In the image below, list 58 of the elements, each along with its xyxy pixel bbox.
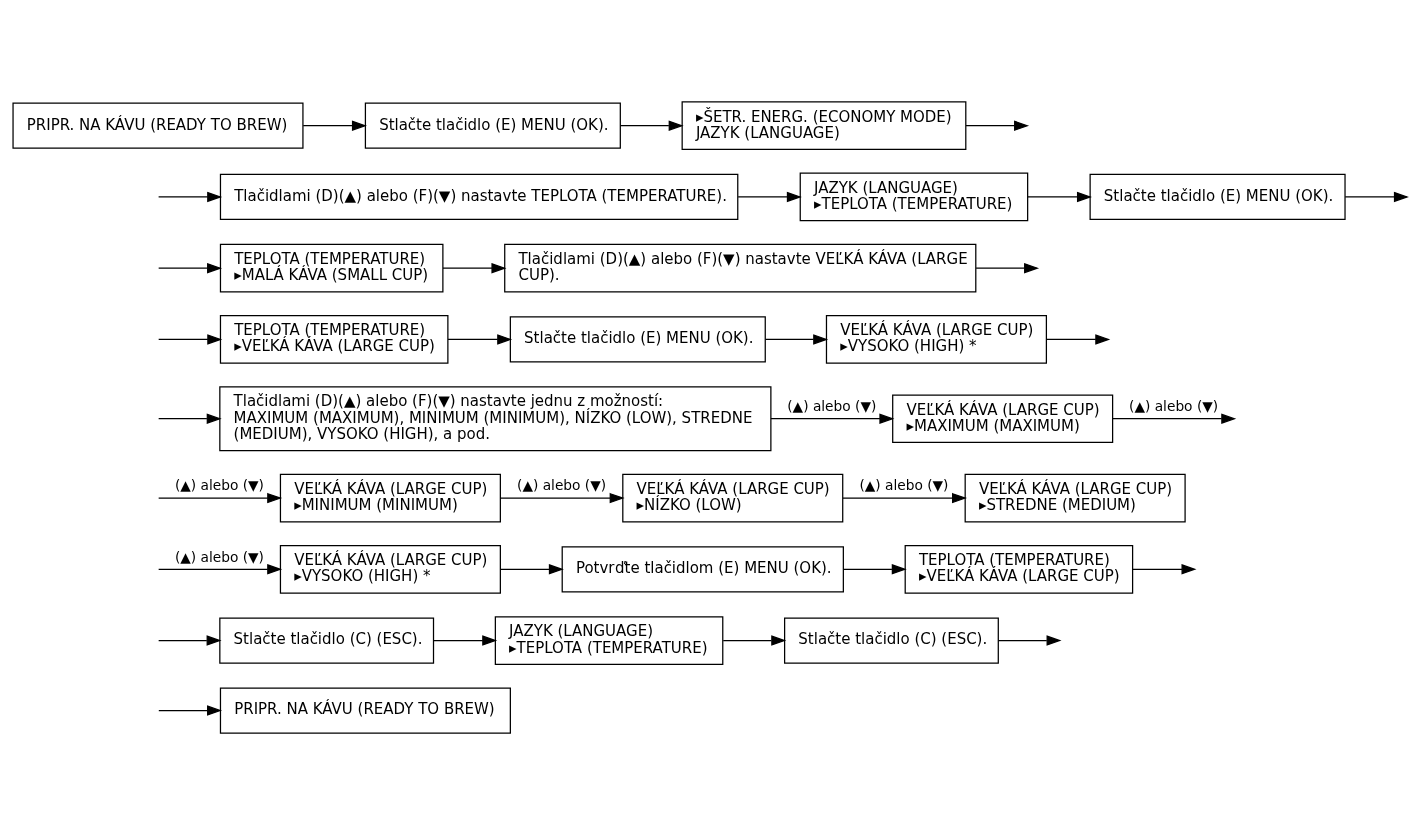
arrow (447, 334, 513, 345)
node-box: VEĽKÁ KÁVA (LARGE CUP) ▸STREDNE (MEDIUM) (964, 473, 1186, 523)
node-box: VEĽKÁ KÁVA (LARGE CUP) ▸MINIMUM (MINIMUM) (279, 473, 501, 523)
node-box: Tlačidlami (D)(▲) alebo (F)(▼) nastavte TEPLOTA (TEMPERATURE). (219, 173, 739, 221)
node-box: TEPLOTA (TEMPERATURE) ▸VEĽKÁ KÁVA (LARGE CUP) (219, 315, 449, 364)
node-box: Stlačte tlačidlo (C) (ESC). (784, 617, 999, 664)
edge-label: (▲) alebo (▼) (1129, 398, 1219, 414)
arrow (442, 262, 507, 274)
node-box: Stlačte tlačidlo (E) MENU (OK). (1089, 173, 1346, 221)
arrow (500, 564, 564, 575)
edge-label: (▲) alebo (▼) (517, 477, 607, 494)
node-box: JAZYK (LANGUAGE) ▸TEPLOTA (TEMPERATURE) (494, 616, 724, 665)
node-box: PRIPR. NA KÁVU (READY TO BREW) (219, 687, 511, 734)
node-box: VEĽKÁ KÁVA (LARGE CUP) ▸VYSOKO (HIGH) * (825, 315, 1047, 364)
arrow (965, 120, 1030, 131)
node-box: Stlačte tlačidlo (C) (ESC). (219, 617, 435, 664)
arrow (619, 120, 684, 131)
edge-label: (▲) alebo (▼) (174, 548, 264, 565)
arrow (1112, 413, 1237, 424)
arrow (158, 191, 223, 203)
arrow (433, 635, 498, 646)
arrow (1344, 191, 1409, 203)
arrow (842, 492, 968, 504)
node-box: VEĽKÁ KÁVA (LARGE CUP) ▸VYSOKO (HIGH) * (279, 544, 501, 594)
arrow (722, 635, 787, 646)
arrow (770, 413, 895, 424)
node-box: VEĽKÁ KÁVA (LARGE CUP) ▸MAXIMUM (MAXIMUM) (892, 394, 1114, 444)
edge-label: (▲) alebo (▼) (174, 477, 264, 494)
arrow (158, 413, 222, 424)
arrow (158, 334, 223, 345)
node-box: Potvrďte tlačidlom (E) MENU (OK). (561, 546, 844, 593)
arrow (1027, 191, 1092, 203)
arrow (1045, 334, 1111, 345)
arrow (1132, 564, 1197, 575)
arrow (158, 492, 283, 504)
edge-label: (▲) alebo (▼) (787, 398, 877, 414)
arrow (737, 191, 802, 203)
arrow (842, 564, 907, 575)
arrow (158, 705, 223, 716)
node-box: TEPLOTA (TEMPERATURE) ▸VEĽKÁ KÁVA (LARGE CUP) (904, 544, 1134, 594)
arrow (764, 334, 829, 345)
node-box: Stlačte tlačidlo (E) MENU (OK). (364, 102, 621, 149)
node-box: PRIPR. NA KÁVU (READY TO BREW) (12, 102, 304, 149)
arrow (975, 262, 1040, 274)
arrow (500, 492, 625, 504)
node-box: ▸ŠETR. ENERG. (ECONOMY MODE) JAZYK (LANGUAGE) (681, 101, 967, 151)
node-box: VEĽKÁ KÁVA (LARGE CUP) ▸NÍZKO (LOW) (622, 473, 844, 523)
node-box: TEPLOTA (TEMPERATURE) ▸MALÁ KÁVA (SMALL CUP) (219, 243, 444, 293)
arrow (158, 564, 283, 575)
arrow (302, 120, 367, 131)
node-box: JAZYK (LANGUAGE) ▸TEPLOTA (TEMPERATURE) (799, 172, 1029, 222)
arrow (997, 635, 1062, 646)
edge-label: (▲) alebo (▼) (859, 477, 949, 494)
node-box: Tlačidlami (D)(▲) alebo (F)(▼) nastavte VEĽKÁ KÁVA (LARGE CUP). (504, 243, 977, 293)
node-box: Tlačidlami (D)(▲) alebo (F)(▼) nastavte jednu z možností: MAXIMUM (MAXIMUM), MINIMUM (MINIMUM), NÍZKO (LOW), STREDNE (MEDIUM), VYSOKO (HIGH), a pod. (219, 386, 772, 452)
node-box: Stlačte tlačidlo (E) MENU (OK). (509, 316, 766, 363)
arrow (158, 635, 222, 646)
arrow (158, 262, 223, 274)
